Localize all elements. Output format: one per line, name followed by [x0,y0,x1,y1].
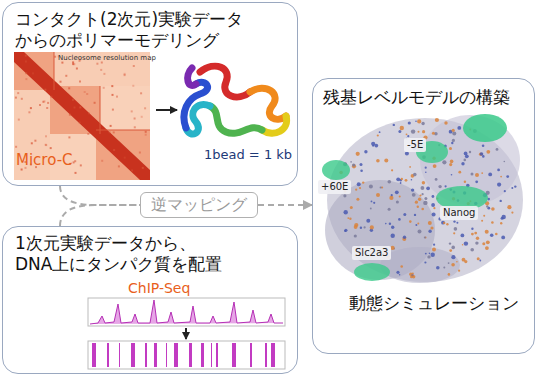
step-label-box: 逆マッピング [140,192,258,218]
panel-box: 残基レベルモデルの構築動態シミュレーション [312,78,535,354]
contact-map [14,52,150,180]
panel-box: 1次元実験データから、DNA上にタンパク質を配置 [2,226,298,374]
method-label: ChIP-Seq [128,280,190,296]
map-caption: Nucleosome resolution map [58,54,156,62]
locus-label: Slc2a3 [352,246,391,260]
panel-title: コンタクト(2次元)実験データからのポリマーモデリング [15,9,255,52]
process-arrow [185,328,187,339]
residue-model [322,114,523,283]
panel-title: 残基レベルモデルの構築 [323,87,523,108]
dashed-connector [60,186,140,205]
dashed-connector [258,204,312,206]
locus-label: Nanog [440,206,478,220]
dashed-connector [60,205,140,226]
step-label: 逆マッピング [151,195,247,215]
panel-title: 1次元実験データから、DNA上にタンパク質を配置 [15,233,255,276]
process-arrow [156,109,177,111]
method-label: Micro-C [16,152,73,169]
locus-label: +60E [318,180,351,194]
protein-barcode [88,341,285,369]
panel-caption: 動態シミュレーション [349,293,529,314]
locus-label: -5E [404,138,426,152]
chip-seq-track [88,298,285,326]
polymer-model [184,66,287,134]
scale-label: 1bead = 1 kb [204,148,292,163]
